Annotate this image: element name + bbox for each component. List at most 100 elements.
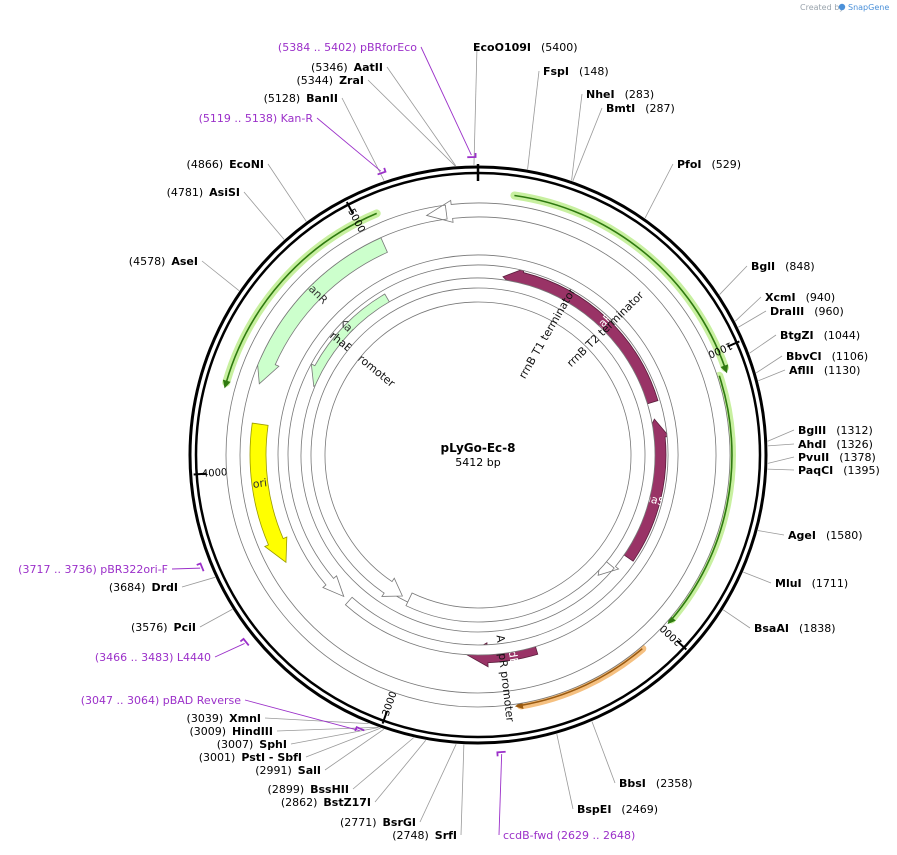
site-pcii[interactable]: (3576) PciI — [131, 608, 233, 634]
site-name: BssHII — [310, 783, 349, 796]
site-leader-line — [723, 609, 751, 629]
site-paqci[interactable]: PaqCI(1395) — [767, 464, 880, 477]
primer-label[interactable]: (3466 .. 3483) L4440 — [95, 651, 211, 664]
site-position: (287) — [645, 102, 675, 115]
site-bsrgi[interactable]: (2771)BsrGI — [340, 744, 457, 829]
scale-label: 4000 — [202, 467, 228, 480]
site-agei[interactable]: AgeI(1580) — [757, 529, 863, 542]
site-name: PciI — [174, 621, 196, 634]
primer-label[interactable]: (3717 .. 3736) pBR322ori-F — [18, 563, 168, 576]
site-srfi[interactable]: (2748)SrfI — [392, 744, 465, 842]
feature-highlight-line — [670, 375, 733, 621]
site-position: (1326) — [836, 438, 873, 451]
site-leader-line — [767, 443, 795, 447]
site-asei[interactable]: (4578)AseI — [129, 255, 240, 291]
site-bsshii[interactable]: (2899) BssHII — [268, 737, 414, 796]
site-leader-line — [767, 456, 795, 464]
restriction-sites: EcoO109I(5400)FspI(148)NheI (283)BmtI(287… — [109, 41, 880, 842]
plasmid-size: 5412 bp — [455, 456, 500, 469]
site-name: EcoO109I — [473, 41, 531, 54]
site-leader-line — [199, 608, 233, 628]
site-leader-line — [367, 79, 456, 167]
site-name: AflII — [789, 364, 814, 377]
site-mlui[interactable]: MluI(1711) — [743, 571, 848, 590]
site-draiii[interactable]: DraIII(960) — [738, 305, 844, 328]
site-pfoi[interactable]: PfoI(529) — [644, 158, 742, 219]
site-position: (2771) — [340, 816, 377, 829]
site-position: (3009) — [189, 725, 226, 738]
site-name: DrdI — [151, 581, 178, 594]
primer-mark — [239, 637, 250, 646]
site-psti[interactable]: (3001) PstI - SbfI — [199, 727, 381, 764]
primer-label[interactable]: (5384 .. 5402) pBRforEco — [278, 41, 417, 54]
site-leader-line — [767, 468, 795, 471]
site-ecoo109i[interactable]: EcoO109I(5400) — [473, 41, 578, 166]
site-position: (283) — [625, 88, 655, 101]
site-position: (3576) — [131, 621, 168, 634]
primer-label[interactable]: (3047 .. 3064) pBAD Reverse — [81, 694, 242, 707]
site-position: (3039) — [187, 712, 224, 725]
feature-highlight-line — [225, 212, 378, 383]
site-leader-line — [527, 70, 540, 170]
site-position: (2991) — [255, 764, 292, 777]
feature-highlight-arrow — [222, 379, 231, 389]
site-fspi[interactable]: FspI(148) — [527, 65, 609, 170]
snapgene-logo-icon — [838, 3, 846, 11]
site-bspei[interactable]: BspEI(2469) — [556, 734, 658, 816]
site-leader-line — [719, 265, 748, 295]
site-name: HindIII — [232, 725, 273, 738]
plasmid-name: pLyGo-Ec-8 — [441, 441, 516, 455]
primer-label[interactable]: (5119 .. 5138) Kan-R — [199, 112, 314, 125]
site-pvuii[interactable]: PvuII(1378) — [767, 451, 876, 464]
primer-leader-line — [498, 754, 503, 836]
site-banii[interactable]: (5128)BanII — [264, 92, 385, 181]
site-position: (2899) — [268, 783, 305, 796]
site-zrai[interactable]: (5344)ZraI — [297, 74, 456, 167]
scale-tick — [727, 340, 740, 348]
site-position: (4781) — [167, 186, 204, 199]
site-leader-line — [243, 191, 285, 240]
site-xmni[interactable]: (3039)XmnI — [187, 712, 369, 725]
site-bgli[interactable]: BglI(848) — [719, 260, 815, 295]
site-aflii[interactable]: AflII(1130) — [758, 364, 860, 382]
site-leader-line — [556, 734, 574, 810]
site-name: XcmI — [765, 291, 796, 304]
site-leader-line — [758, 369, 786, 382]
site-position: (2358) — [656, 777, 693, 790]
site-drdi[interactable]: (3684) DrdI — [109, 576, 216, 594]
site-xcmi[interactable]: XcmI(940) — [735, 291, 835, 322]
site-bmti[interactable]: BmtI(287) — [572, 102, 675, 182]
site-bstz17i[interactable]: (2862)BstZ17I — [281, 740, 427, 809]
site-hindiii[interactable]: (3009) HindIII — [189, 725, 379, 738]
feature-arrow-rrnb-t1-terminator — [310, 287, 646, 623]
site-position: (1106) — [832, 350, 869, 363]
site-bglii[interactable]: BglII(1312) — [767, 424, 873, 442]
site-leader-line — [276, 726, 379, 732]
site-position: (529) — [712, 158, 742, 171]
primer-mark — [377, 167, 387, 176]
site-leader-line — [324, 728, 385, 771]
site-bsaai[interactable]: BsaAI(1838) — [723, 609, 836, 635]
site-ahdi[interactable]: AhdI(1326) — [767, 438, 873, 451]
site-leader-line — [305, 727, 381, 758]
site-sali[interactable]: (2991)SalI — [255, 728, 385, 777]
feature-arrow-rrnb-t2-terminator — [277, 254, 679, 656]
site-nhei[interactable]: NheI (283) — [571, 88, 655, 181]
site-bbsi[interactable]: BbsI(2358) — [591, 721, 693, 790]
site-position: (3001) — [199, 751, 236, 764]
site-name: BglII — [798, 424, 826, 437]
site-asisi[interactable]: (4781)AsiSI — [167, 186, 285, 240]
site-bbvci[interactable]: BbvCI(1106) — [755, 350, 869, 374]
site-econi[interactable]: (4866)EcoNI — [187, 158, 307, 222]
primer-label[interactable]: ccdB-fwd (2629 .. 2648) — [503, 829, 635, 842]
primer-leader-line — [420, 46, 472, 156]
site-name: PstI - SbfI — [241, 751, 302, 764]
site-position: (3684) — [109, 581, 146, 594]
site-position: (4866) — [187, 158, 224, 171]
site-btgzi[interactable]: BtgZI(1044) — [749, 329, 861, 354]
site-aatii[interactable]: (5346)AatII — [311, 61, 457, 167]
site-leader-line — [571, 93, 583, 181]
site-leader-line — [181, 576, 216, 588]
site-leader-line — [743, 571, 772, 584]
site-name: NheI — [586, 88, 615, 101]
